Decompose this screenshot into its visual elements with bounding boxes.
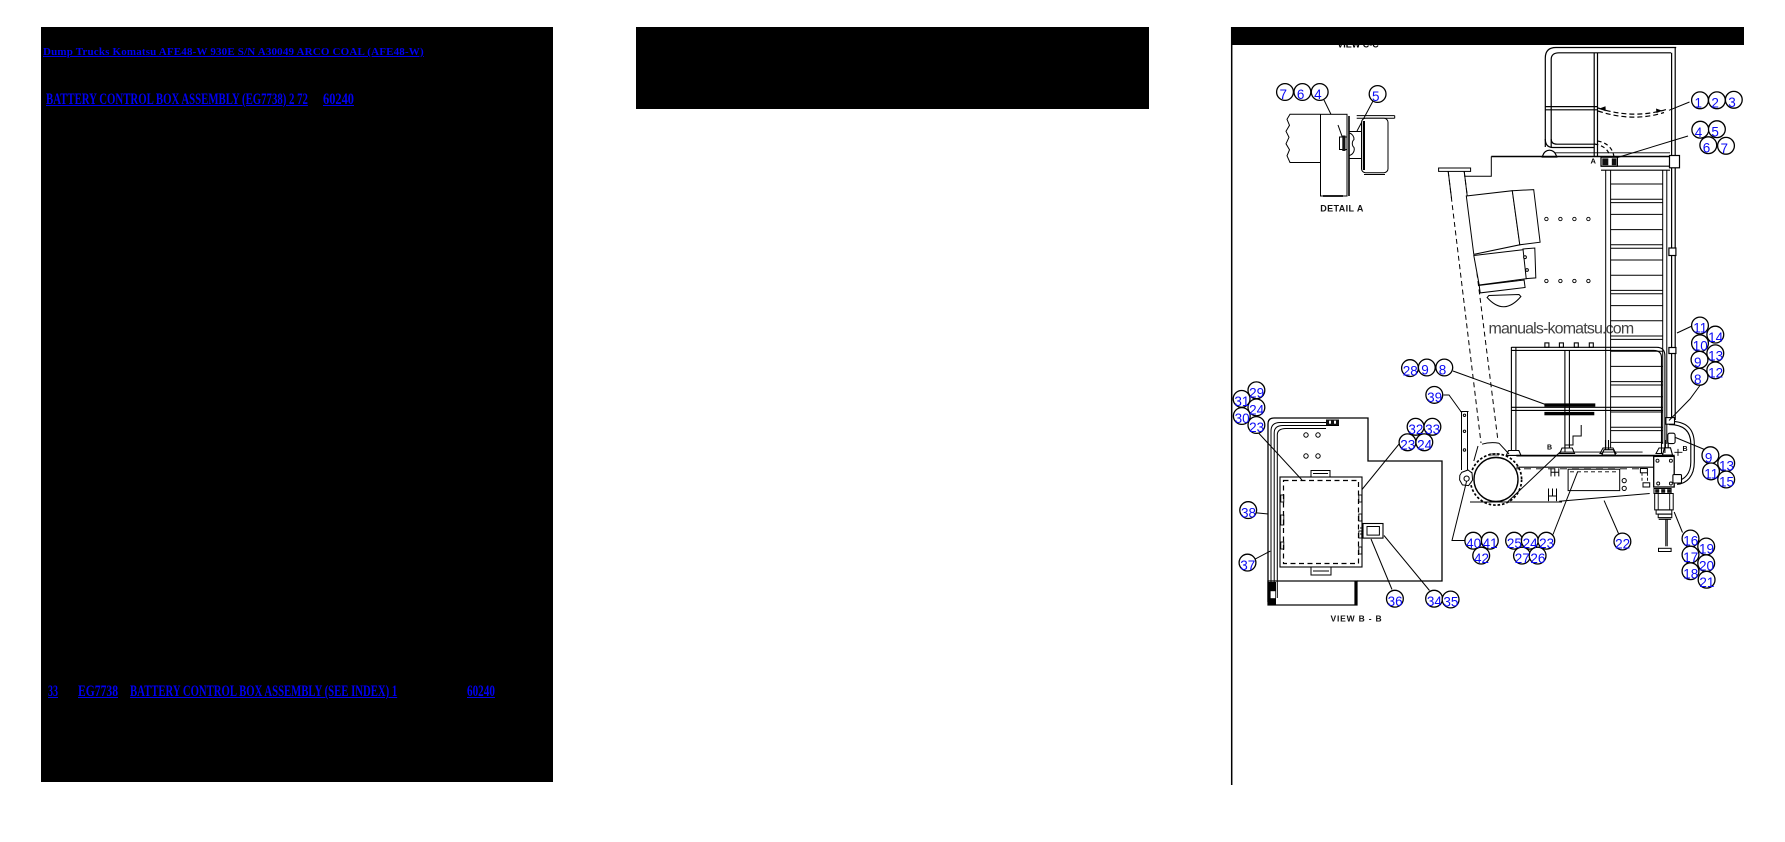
svg-text:B: B — [1683, 446, 1688, 453]
svg-text:27: 27 — [1515, 551, 1530, 566]
svg-text:23: 23 — [1539, 536, 1554, 551]
svg-text:33: 33 — [1425, 422, 1440, 437]
svg-text:32: 32 — [1408, 422, 1423, 437]
svg-text:5: 5 — [1711, 124, 1719, 139]
svg-text:4: 4 — [1695, 125, 1703, 140]
svg-text:35: 35 — [1443, 595, 1458, 610]
svg-text:9: 9 — [1705, 450, 1713, 465]
svg-text:8: 8 — [1439, 363, 1447, 378]
svg-text:21: 21 — [1699, 575, 1714, 590]
svg-text:26: 26 — [1530, 551, 1545, 566]
svg-text:22: 22 — [1615, 537, 1630, 552]
svg-text:38: 38 — [1241, 505, 1256, 520]
svg-text:17: 17 — [1683, 550, 1698, 565]
svg-text:8: 8 — [1694, 372, 1702, 387]
svg-text:9: 9 — [1421, 363, 1429, 378]
svg-text:37: 37 — [1240, 558, 1255, 573]
svg-text:16: 16 — [1683, 534, 1698, 549]
svg-text:34: 34 — [1427, 594, 1443, 609]
svg-text:7: 7 — [1279, 87, 1287, 102]
svg-text:42: 42 — [1474, 551, 1489, 566]
svg-text:25: 25 — [1507, 536, 1522, 551]
svg-text:DETAIL A: DETAIL A — [1320, 204, 1364, 214]
svg-text:5: 5 — [1372, 89, 1380, 104]
svg-text:24: 24 — [1249, 403, 1265, 418]
svg-text:20: 20 — [1699, 558, 1714, 573]
svg-text:12: 12 — [1708, 366, 1723, 381]
svg-text:11: 11 — [1704, 467, 1718, 482]
svg-text:2: 2 — [1711, 96, 1719, 111]
svg-text:18: 18 — [1683, 566, 1698, 581]
svg-text:1: 1 — [1694, 96, 1702, 111]
svg-text:30: 30 — [1235, 411, 1250, 426]
svg-text:15: 15 — [1719, 475, 1734, 490]
svg-text:40: 40 — [1466, 536, 1481, 551]
svg-text:7: 7 — [1720, 141, 1728, 156]
svg-text:VIEW B - B: VIEW B - B — [1331, 614, 1383, 624]
svg-text:10: 10 — [1693, 338, 1708, 353]
svg-text:4: 4 — [1314, 87, 1322, 102]
svg-text:6: 6 — [1703, 140, 1711, 155]
svg-text:23: 23 — [1249, 420, 1264, 435]
svg-text:23: 23 — [1400, 438, 1415, 453]
svg-text:14: 14 — [1708, 330, 1724, 345]
svg-text:9: 9 — [1694, 355, 1702, 370]
svg-text:3: 3 — [1728, 95, 1736, 110]
svg-text:manuals-komatsu.com: manuals-komatsu.com — [1489, 321, 1634, 338]
svg-text:24: 24 — [1523, 536, 1539, 551]
svg-text:19: 19 — [1699, 542, 1714, 557]
svg-text:11: 11 — [1693, 321, 1707, 336]
svg-text:39: 39 — [1427, 390, 1442, 405]
svg-text:28: 28 — [1403, 363, 1418, 378]
svg-text:41: 41 — [1483, 536, 1498, 551]
svg-text:36: 36 — [1388, 594, 1403, 609]
svg-text:31: 31 — [1234, 394, 1249, 409]
svg-text:13: 13 — [1719, 458, 1734, 473]
svg-text:24: 24 — [1417, 438, 1433, 453]
svg-text:6: 6 — [1297, 87, 1305, 102]
svg-text:29: 29 — [1249, 386, 1264, 401]
svg-text:B: B — [1547, 445, 1552, 452]
svg-text:A: A — [1591, 157, 1597, 166]
svg-text:13: 13 — [1708, 349, 1723, 364]
